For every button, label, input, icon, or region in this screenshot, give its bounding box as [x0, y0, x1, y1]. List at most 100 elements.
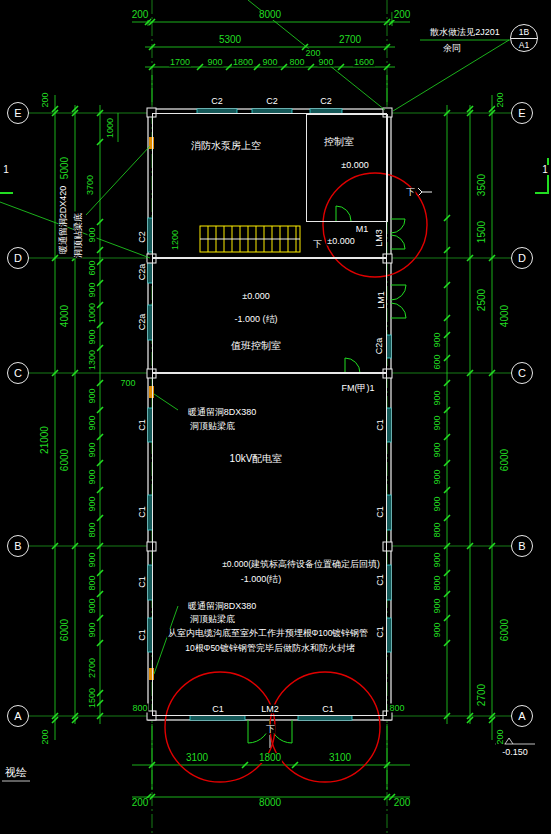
dimension-lines [152, 724, 153, 790]
annotation: C2 [265, 97, 279, 106]
grid-label: E [14, 108, 21, 119]
annotation: 下 [312, 240, 323, 249]
dimension: 200 [131, 10, 150, 20]
window [387, 618, 391, 652]
annotation: C1 [376, 505, 385, 519]
annotation: C2a [138, 313, 147, 332]
grid-bubble: D [7, 247, 29, 269]
dimension-lines [55, 95, 56, 740]
dimension: 900 [88, 495, 97, 512]
dimension-tick [444, 615, 450, 621]
dimension-tick [489, 370, 495, 376]
dimension-tick [97, 407, 103, 413]
dimension-tick [97, 570, 103, 576]
outer-wall [148, 109, 391, 720]
grid-label: E [518, 108, 525, 119]
dimension: 900 [88, 597, 97, 614]
annotation: C1 [321, 705, 335, 714]
dimension-tick [52, 370, 58, 376]
annotation: C1 [138, 418, 147, 432]
detail-index: 1BA1 [510, 24, 538, 52]
outer-wall [148, 109, 391, 720]
dimension-tick [308, 64, 314, 70]
columns [147, 108, 392, 720]
axis-lines [29, 546, 148, 547]
dimension: 200 [131, 798, 150, 808]
annotation: C1 [376, 573, 385, 587]
dimension-tick [242, 762, 248, 768]
dimension-tick [444, 591, 450, 597]
dimension-tick [97, 487, 103, 493]
level-mark [2, 781, 30, 782]
window [150, 565, 151, 600]
room-label: ±0.000 [326, 237, 355, 246]
dimension: 800 [433, 521, 442, 538]
dimension-tick [97, 700, 103, 706]
dimension-tick [444, 407, 450, 413]
room-label: ±0.000 [340, 161, 369, 170]
dimension: 900 [261, 58, 278, 67]
dimension-tick [72, 370, 78, 376]
dimension-lines [132, 22, 410, 23]
dimension: 200 [41, 91, 50, 108]
axis-lines [29, 716, 148, 717]
grid-bubble: C [511, 362, 533, 384]
annotation: C2 [319, 97, 333, 106]
dimension-tick [97, 543, 103, 549]
dimension-tick [384, 44, 390, 50]
grid-label: A [518, 711, 525, 722]
dimension-tick [384, 64, 390, 70]
dimension: 1000 [88, 302, 97, 324]
dimension-lines [75, 105, 76, 724]
dimension-tick [97, 515, 103, 521]
dimension-tick [444, 282, 450, 288]
dimension: 2500 [477, 288, 487, 312]
dimension: 5300 [218, 35, 242, 45]
dimension-tick [444, 110, 450, 116]
dimension-tick [149, 19, 155, 25]
window [190, 718, 245, 719]
leader-lines [154, 394, 178, 410]
window [150, 408, 151, 442]
dimension: 2700 [477, 683, 487, 707]
annotation: C2 [138, 230, 147, 244]
dimension-tick [292, 762, 298, 768]
dimension-lines [118, 113, 119, 142]
dimension: 800 [131, 704, 148, 713]
dimension: 900 [206, 58, 223, 67]
dimension: 900 [433, 441, 442, 458]
room: 控制室±0.000 [306, 114, 388, 222]
window [387, 408, 391, 442]
annotation: C1 [138, 575, 147, 589]
dimension: 900 [88, 441, 97, 458]
dimension-tick [97, 110, 103, 116]
dimension-tick [97, 345, 103, 351]
dimension-lines [132, 765, 410, 766]
window [310, 111, 342, 112]
annotation: 洞顶贴梁底 [189, 615, 236, 624]
annotation: FM(甲)1 [341, 384, 376, 393]
dimension: 1600 [353, 58, 375, 67]
room-label: 值班控制室 [230, 341, 282, 351]
doors [391, 285, 406, 318]
dimension: 1000 [106, 117, 115, 139]
dimension-tick [444, 434, 450, 440]
leader-lines [0, 0, 510, 674]
annotation: 余同 [442, 44, 462, 53]
window [387, 335, 391, 358]
window [387, 565, 391, 600]
room-label: 1B [518, 28, 530, 37]
dimension-tick [97, 591, 103, 597]
dimension-tick [149, 762, 155, 768]
dimension: 1800 [232, 58, 254, 67]
dimension-tick [97, 259, 103, 265]
window [197, 111, 237, 112]
dimension: 6000 [60, 448, 70, 472]
dimension: 900 [88, 281, 97, 298]
dimension-tick [444, 543, 450, 549]
dimension-tick [489, 543, 495, 549]
dimension: 200 [41, 728, 50, 745]
room: 10kV配电室±0.000(建筑标高待设备位置确定后回填)-1.000(结) [152, 373, 387, 716]
dimension: 900 [433, 597, 442, 614]
dimension-lines [470, 105, 471, 724]
